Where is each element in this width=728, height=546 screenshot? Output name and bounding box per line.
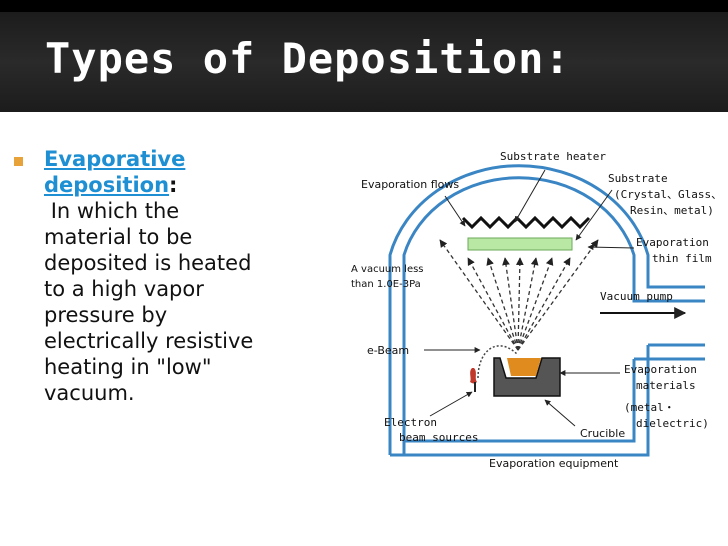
label-electron-2: beam sources [399,431,478,444]
label-substrate-heater: Substrate heater [500,150,606,163]
slide-title: Types of Deposition: [45,34,571,83]
content-area [0,112,728,546]
electron-beam-path [477,345,519,379]
label-substrate-detail-1: (Crystal、Glass、 [614,188,722,201]
label-vacuum-less-2: than 1.0E-3Pa [351,279,421,290]
term-line2[interactable]: deposition [44,173,170,197]
label-materials-3: (metal・ [624,401,675,414]
label-materials-2: materials [636,379,696,392]
evaporation-material [507,358,541,376]
label-vacuum-pump: Vacuum pump [600,290,673,303]
label-materials-1: Evaporation [624,363,697,376]
label-materials-4: dielectric) [636,417,709,430]
term-colon: : [169,173,178,197]
label-crucible: Crucible [580,427,625,440]
crucible [493,357,561,397]
label-substrate: Substrate [608,172,668,185]
term-line1[interactable]: Evaporative [44,147,186,171]
label-evaporation-flows: Evaporation flows [361,178,459,191]
label-thin-film-1: Evaporation [636,236,709,249]
label-e-beam: e-Beam [367,344,409,357]
bullet-body: In which the material to be deposited is… [44,199,254,405]
substrate-plate [467,237,573,251]
evaporation-flow-arrows [439,239,599,351]
label-electron-1: Electron [384,416,437,429]
label-substrate-detail-2: Resin、metal) [630,204,714,217]
title-band [0,12,728,112]
bullet-text: Evaporative deposition: In which the mat… [44,146,329,406]
electron-source-icon [470,368,477,384]
label-thin-film-2: thin film [652,252,712,265]
substrate-heater-coil [461,215,591,230]
vacuum-chamber [388,164,705,457]
label-evaporation-equipment: Evaporation equipment [489,457,619,470]
bullet-marker-icon [14,157,23,166]
label-vacuum-less-1: A vacuum less [351,264,424,275]
